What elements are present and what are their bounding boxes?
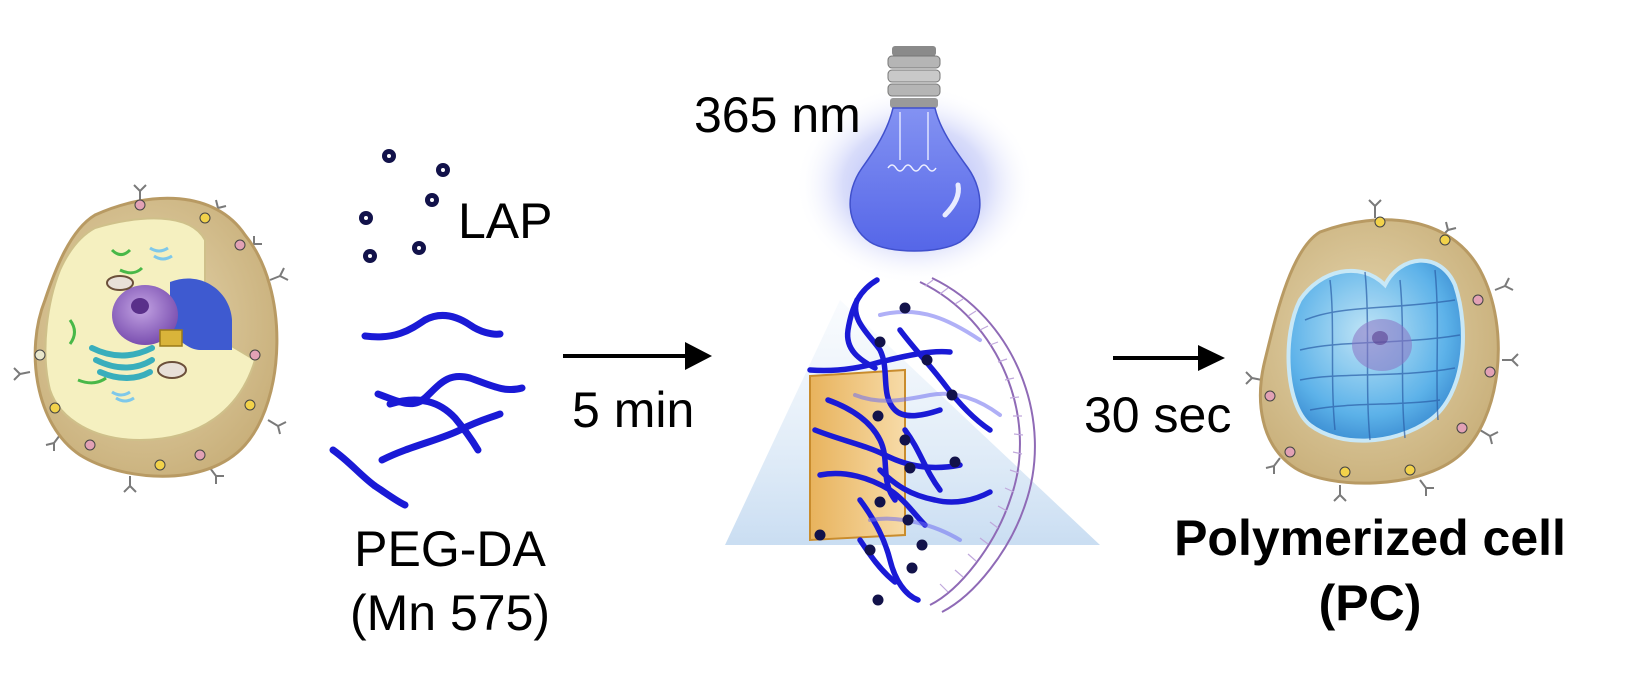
molecular-weight-label: (Mn 575)	[349, 585, 551, 641]
peg-da-label: PEG-DA	[354, 521, 546, 577]
hydrogel-network-icon	[725, 277, 1100, 613]
polymerized-cell-icon	[1245, 199, 1519, 502]
eukaryotic-cell-icon	[13, 184, 289, 493]
uv-lamp-icon	[795, 46, 1035, 285]
lap-molecule-icon	[359, 149, 450, 263]
step1-time-label: 5 min	[572, 382, 695, 438]
peg-da-chain-icon	[329, 311, 526, 509]
wavelength-label: 365 nm	[694, 87, 861, 143]
result-title: Polymerized cell	[1174, 510, 1566, 566]
result-abbreviation: (PC)	[1318, 575, 1422, 631]
lap-label: LAP	[458, 193, 553, 249]
arrow-right-icon	[563, 342, 712, 370]
step2-time-label: 30 sec	[1084, 387, 1232, 443]
arrow-right-icon	[1113, 345, 1225, 371]
